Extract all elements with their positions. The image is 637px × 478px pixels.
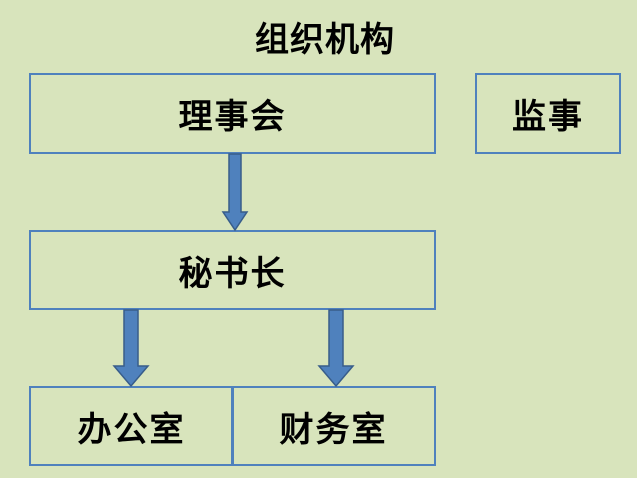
node-office: 办公室	[29, 386, 234, 466]
arrow-secretary-to-office	[112, 309, 150, 388]
node-supervisor: 监事	[475, 73, 621, 154]
node-finance-office: 财务室	[231, 386, 436, 466]
arrow-board-to-secretary	[221, 153, 249, 232]
chart-title: 组织机构	[255, 20, 395, 60]
node-board: 理事会	[29, 73, 436, 154]
arrow-secretary-to-finance	[317, 309, 355, 388]
node-secretary-general: 秘书长	[29, 230, 436, 310]
